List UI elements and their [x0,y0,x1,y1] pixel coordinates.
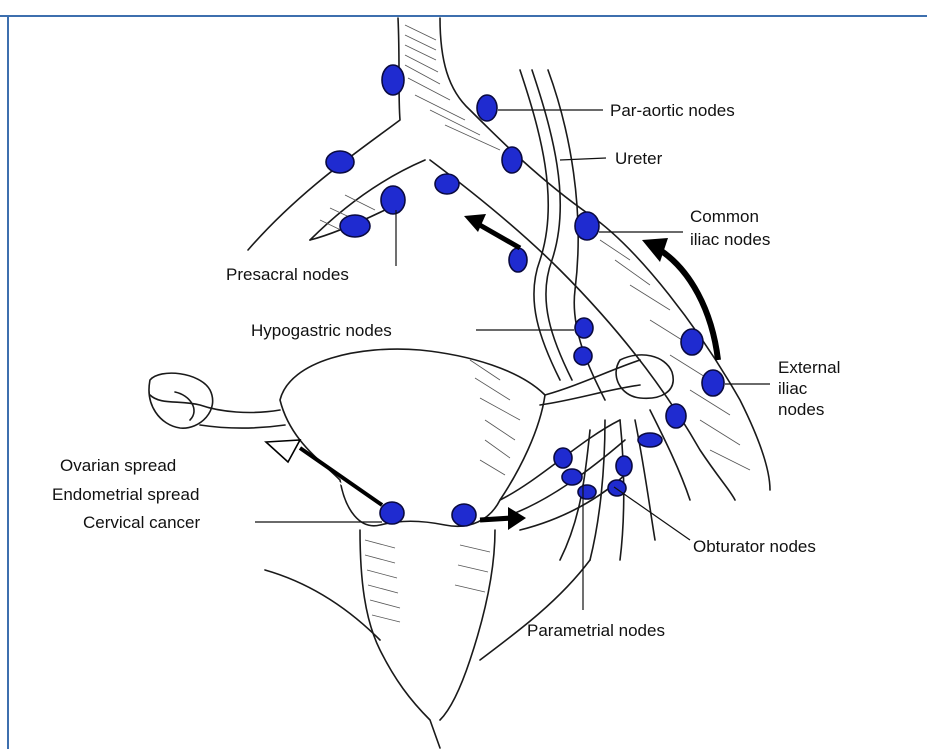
parametrial-vessels [500,410,690,560]
ovarian-spread-label: Ovarian spread [60,456,176,475]
cervical-cancer-label: Cervical cancer [83,513,200,532]
lymph-node [381,186,405,214]
common-iliac-label-line1: Common [690,207,759,226]
lymph-node [574,347,592,365]
lymph-node [575,318,593,338]
presacral-label: Presacral nodes [226,265,349,284]
external-iliac-label-line2: iliac [778,379,808,398]
external-iliac-label-line3: nodes [778,400,824,419]
lymph-node [452,504,476,526]
hypogastric-label: Hypogastric nodes [251,321,392,340]
arrow-head [508,507,526,530]
lymph-node [502,147,522,173]
ureter-label: Ureter [615,149,663,168]
parametrial-label: Parametrial nodes [527,621,665,640]
lymph-node [326,151,354,173]
uterus [149,349,673,526]
lymph-node [666,404,686,428]
spread-arrows [266,214,718,530]
leader-lines [255,110,770,610]
lymph-node [562,469,582,485]
lymph-node [681,329,703,355]
lymph-node [575,212,599,240]
lymph-node [509,248,527,272]
para-aortic-label: Par-aortic nodes [610,101,735,120]
lymph-node [554,448,572,468]
lymph-node [578,485,596,499]
endometrial-spread-label: Endometrial spread [52,485,199,504]
external-iliac-label-line1: External [778,358,840,377]
obturator-label: Obturator nodes [693,537,816,556]
lymph-node [616,456,632,476]
common-iliac-label-line2: iliac nodes [690,230,770,249]
lymph-node [702,370,724,396]
lymph-node [638,433,662,447]
lymph-node [382,65,404,95]
lymph-node [477,95,497,121]
lymph-node [380,502,404,524]
lymph-node [435,174,459,194]
lymph-node [340,215,370,237]
arrow-head [266,440,300,462]
